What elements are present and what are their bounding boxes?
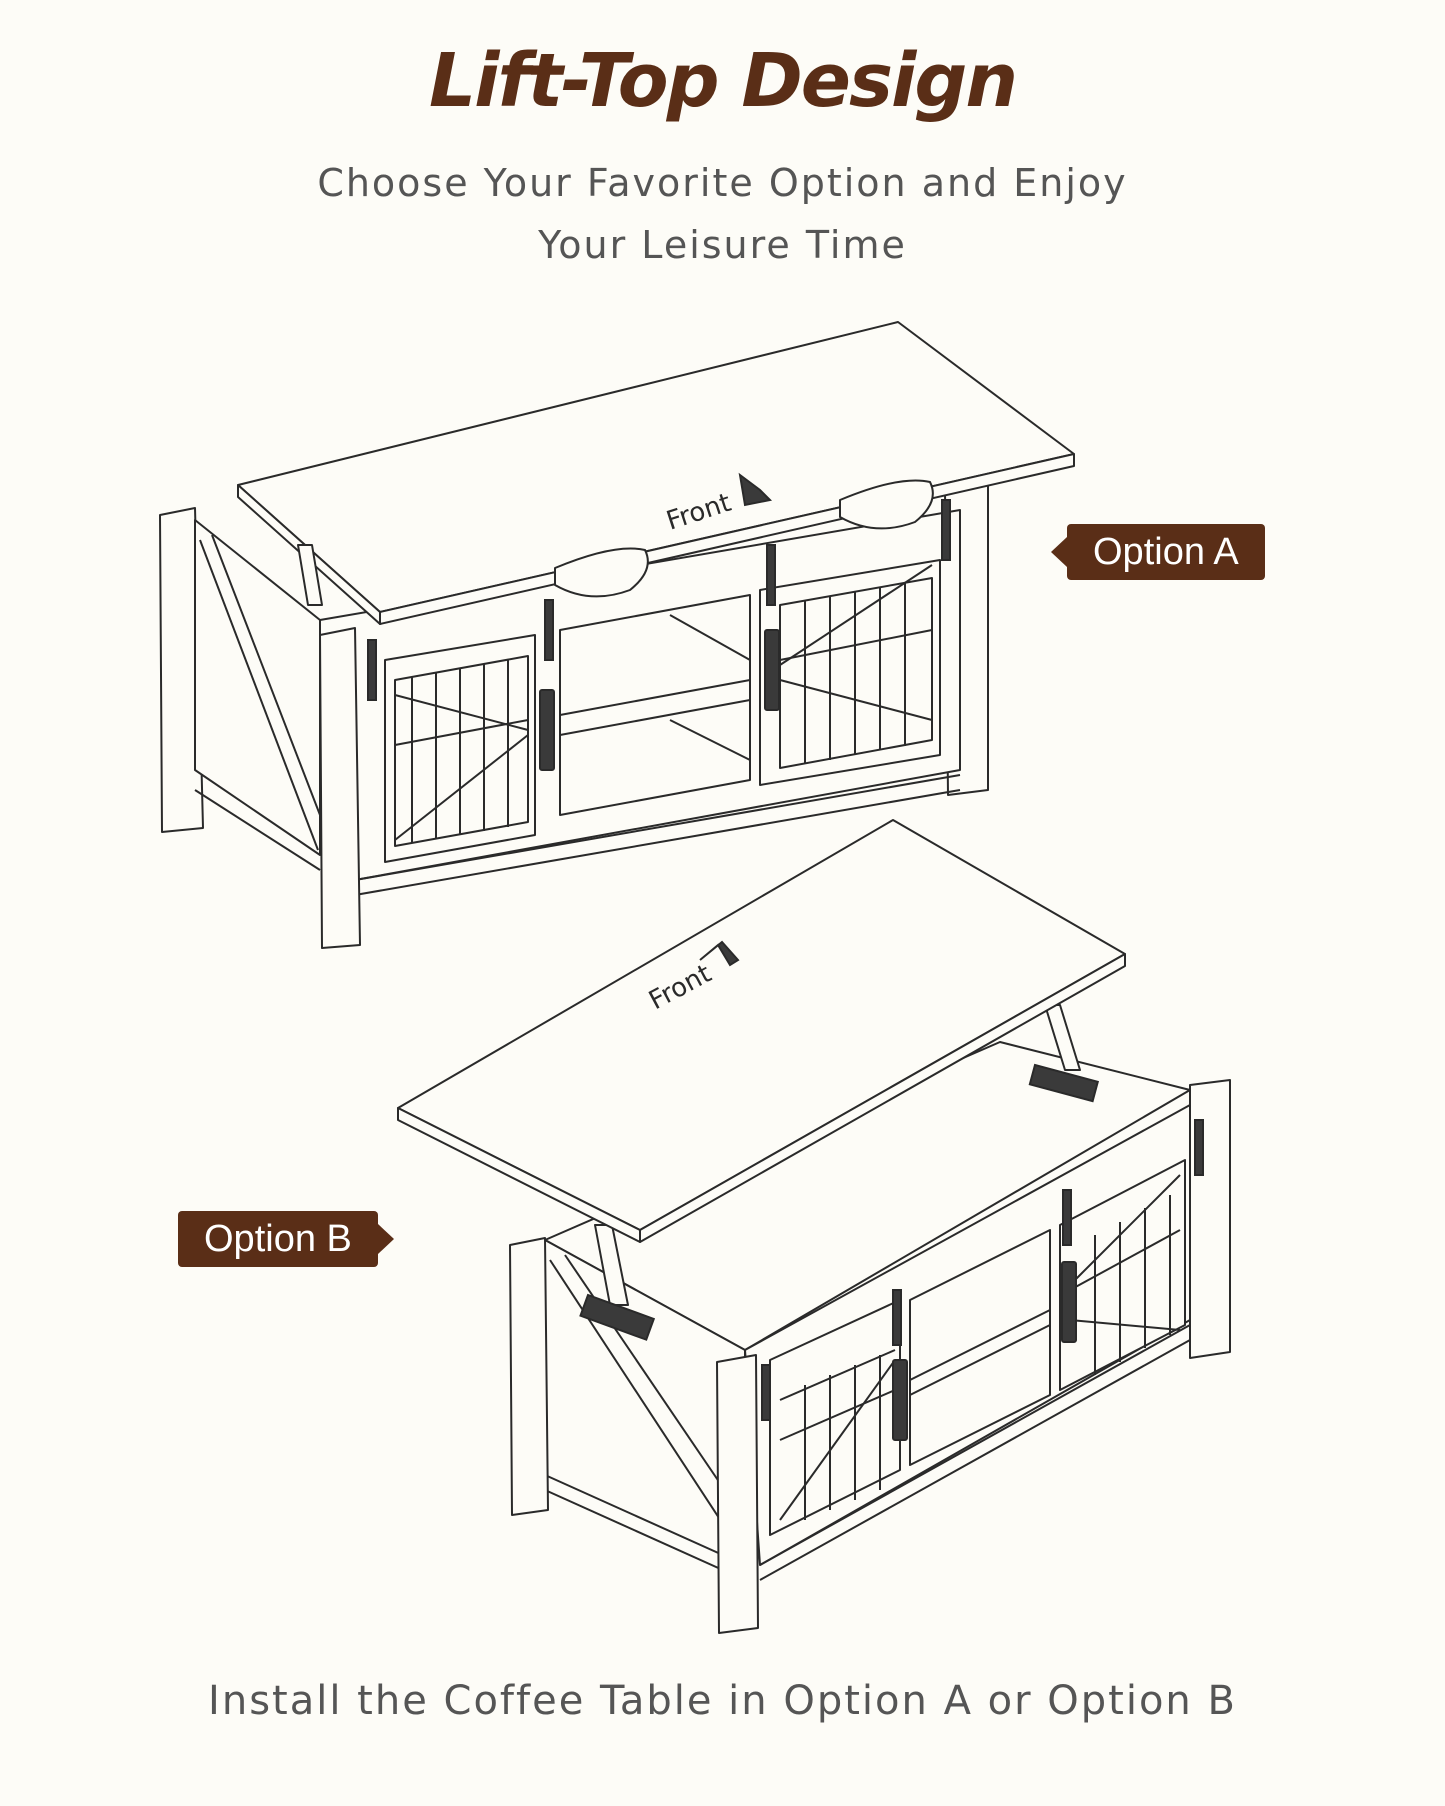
option-b-tag: Option B: [178, 1211, 394, 1267]
footer-caption: Install the Coffee Table in Option A or …: [208, 1678, 1237, 1724]
option-b-front-arrow-icon: [699, 940, 740, 967]
option-b-illustration: Front: [397, 819, 1231, 1634]
subtitle: Choose Your Favorite Option and Enjoy Yo…: [0, 152, 1445, 276]
option-a-back-left-leg: [159, 507, 204, 833]
option-a-front-arrow-icon: [738, 472, 773, 507]
option-a-left-hand-icon: [554, 547, 649, 598]
option-b-left-door: [769, 1299, 901, 1536]
option-a-open-shelves: [559, 594, 751, 816]
option-b-back-left-leg: [509, 1237, 549, 1516]
option-a-illustration: Front: [159, 321, 1075, 949]
option-a-right-hand-icon: [839, 479, 934, 530]
option-b-right-door: [1059, 1159, 1186, 1391]
option-a-tag: Option A: [1051, 524, 1265, 580]
subtitle-line-2: Your Leisure Time: [538, 223, 907, 267]
option-a-front-left-leg: [319, 627, 361, 949]
subtitle-line-1: Choose Your Favorite Option and Enjoy: [317, 161, 1128, 205]
option-b-front-left-leg: [716, 1354, 759, 1634]
page-title: Lift-Top Design: [428, 38, 1018, 124]
option-b-open-shelves: [909, 1229, 1051, 1466]
